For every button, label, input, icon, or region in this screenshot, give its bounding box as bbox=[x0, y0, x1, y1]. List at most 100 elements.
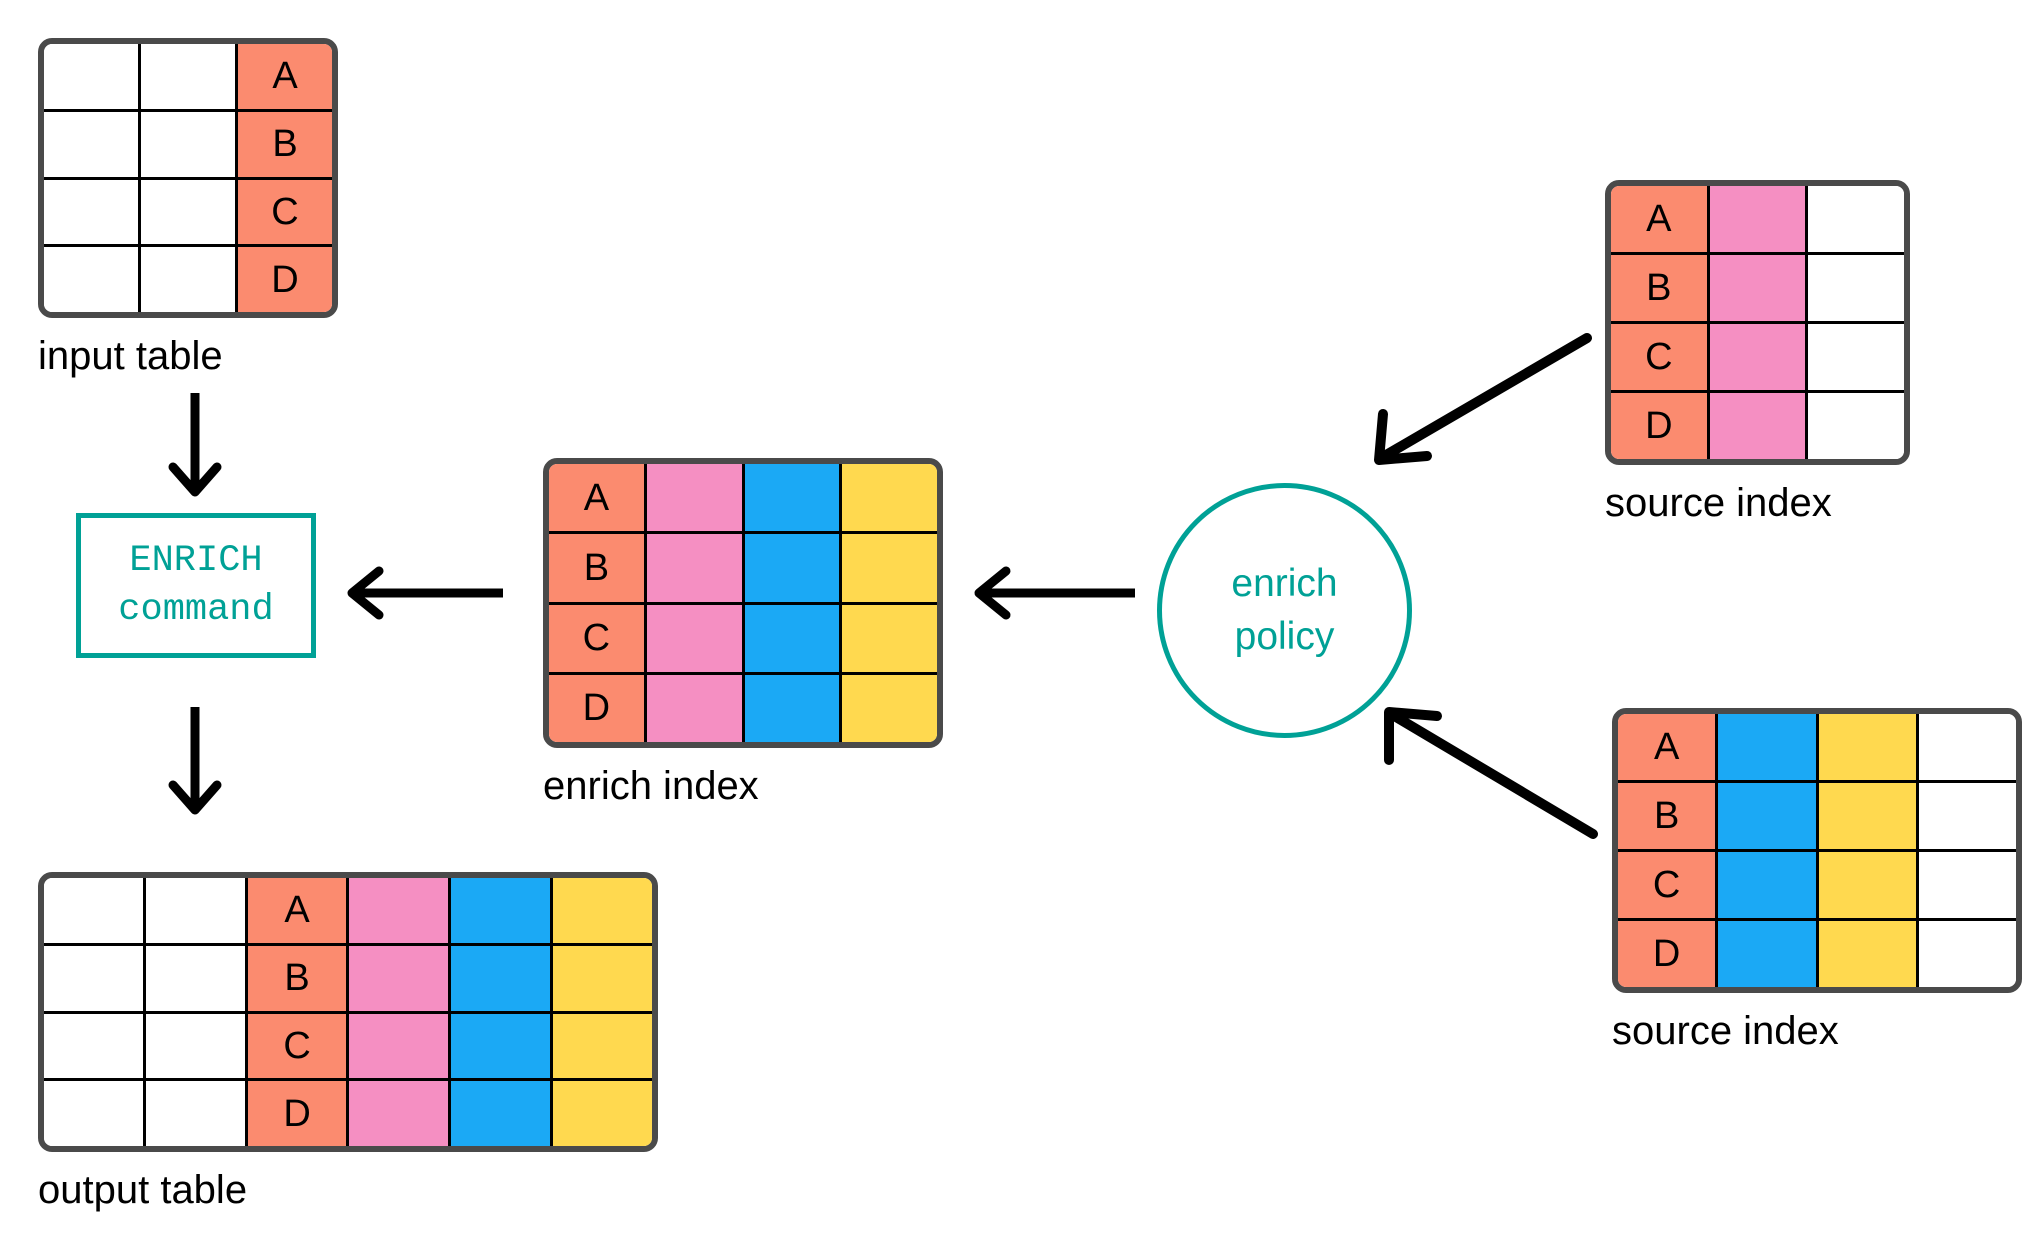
table-cell: C bbox=[247, 1013, 350, 1082]
table-cell bbox=[1709, 255, 1809, 324]
table-row: B bbox=[1618, 783, 2016, 852]
table-cell: D bbox=[1611, 393, 1710, 459]
table-cell bbox=[744, 534, 843, 605]
table-cell bbox=[1918, 852, 2016, 921]
table-cell bbox=[1808, 324, 1904, 393]
enrich-index-caption: enrich index bbox=[543, 764, 759, 808]
table-cell bbox=[349, 945, 452, 1014]
table-cell bbox=[451, 1013, 554, 1082]
table-row: B bbox=[44, 945, 652, 1014]
table-cell bbox=[1718, 852, 1819, 921]
table-cell bbox=[141, 44, 238, 112]
table-cell bbox=[145, 945, 248, 1014]
table-cell bbox=[1808, 255, 1904, 324]
table-cell bbox=[646, 674, 745, 742]
table-row: C bbox=[549, 604, 937, 675]
arrow-enrich-index-to-command bbox=[345, 563, 505, 623]
enrich-policy-circle[interactable]: enrich policy bbox=[1157, 483, 1412, 738]
table-cell bbox=[44, 179, 141, 248]
table-row: A bbox=[44, 44, 332, 112]
table-cell bbox=[1808, 186, 1904, 255]
source-index-top-caption: source index bbox=[1605, 481, 1832, 525]
table-cell bbox=[44, 247, 141, 312]
table-cell bbox=[1718, 921, 1819, 987]
table-row: B bbox=[1611, 255, 1904, 324]
table-cell: D bbox=[238, 247, 332, 312]
arrow-command-to-output bbox=[165, 707, 225, 822]
table-cell bbox=[1818, 852, 1919, 921]
table-row: C bbox=[44, 1013, 652, 1082]
table-cell bbox=[553, 878, 652, 946]
table-cell: C bbox=[1611, 324, 1710, 393]
table-cell: D bbox=[549, 674, 647, 742]
table-row: A bbox=[44, 878, 652, 946]
enrich-command-line2: command bbox=[118, 588, 274, 631]
arrow-source-index-top-to-policy bbox=[1355, 330, 1595, 470]
table-cell bbox=[744, 674, 843, 742]
table-cell: B bbox=[549, 534, 647, 605]
table-cell bbox=[145, 878, 248, 946]
table-cell bbox=[141, 179, 238, 248]
table-cell bbox=[44, 945, 146, 1014]
table-cell bbox=[451, 878, 554, 946]
table-row: D bbox=[44, 1081, 652, 1146]
table-cell: B bbox=[238, 111, 332, 180]
table-cell bbox=[842, 534, 937, 605]
table-row: D bbox=[1618, 921, 2016, 987]
table-cell bbox=[553, 1081, 652, 1146]
enrich-command-box[interactable]: ENRICH command bbox=[76, 513, 316, 658]
table-cell bbox=[44, 1081, 146, 1146]
table-row: B bbox=[549, 534, 937, 605]
table-row: A bbox=[549, 464, 937, 535]
table-cell bbox=[744, 604, 843, 675]
table-cell bbox=[451, 1081, 554, 1146]
table-cell bbox=[1709, 393, 1809, 459]
table-cell: A bbox=[238, 44, 332, 112]
enrich-policy-line2: policy bbox=[1234, 614, 1335, 658]
table-cell: A bbox=[549, 464, 647, 535]
table-cell bbox=[141, 111, 238, 180]
table-cell bbox=[1709, 324, 1809, 393]
table-cell: B bbox=[1611, 255, 1710, 324]
source-index-bottom-caption: source index bbox=[1612, 1009, 1839, 1053]
table-row: B bbox=[44, 111, 332, 180]
table-cell: A bbox=[247, 878, 350, 946]
table-cell: A bbox=[1611, 186, 1710, 255]
arrow-source-index-bottom-to-policy bbox=[1375, 698, 1605, 843]
table-cell bbox=[1718, 714, 1819, 783]
enrich-policy-line1: enrich bbox=[1231, 562, 1338, 606]
table-cell bbox=[842, 604, 937, 675]
table-cell bbox=[141, 247, 238, 312]
table-cell: D bbox=[1618, 921, 1719, 987]
table-cell bbox=[145, 1013, 248, 1082]
table-cell bbox=[349, 1081, 452, 1146]
input-table-caption: input table bbox=[38, 334, 223, 378]
table-cell bbox=[44, 878, 146, 946]
table-cell: D bbox=[247, 1081, 350, 1146]
table-cell bbox=[1918, 921, 2016, 987]
table-cell: B bbox=[1618, 783, 1719, 852]
table-cell bbox=[1818, 714, 1919, 783]
table-cell: B bbox=[247, 945, 350, 1014]
table-row: D bbox=[549, 674, 937, 742]
table-cell bbox=[646, 534, 745, 605]
table-cell bbox=[744, 464, 843, 535]
table-cell bbox=[349, 878, 452, 946]
table-row: C bbox=[1611, 324, 1904, 393]
table-cell: A bbox=[1618, 714, 1719, 783]
table-cell bbox=[349, 1013, 452, 1082]
arrow-input-to-command bbox=[165, 393, 225, 503]
table-cell bbox=[1709, 186, 1809, 255]
table-row: D bbox=[44, 247, 332, 312]
table-cell bbox=[44, 1013, 146, 1082]
table-cell bbox=[646, 604, 745, 675]
table-row: A bbox=[1611, 186, 1904, 255]
table-cell bbox=[1918, 714, 2016, 783]
